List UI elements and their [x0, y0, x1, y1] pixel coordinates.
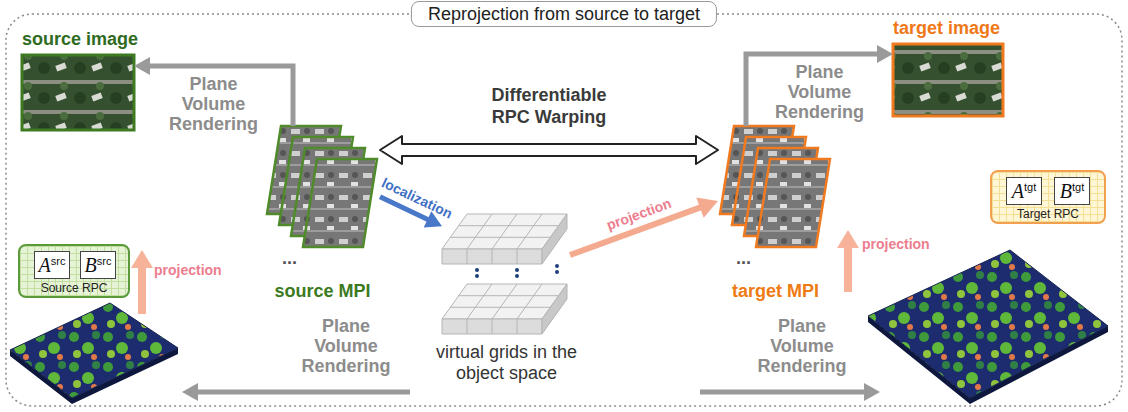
render-arrow-left-part — [196, 390, 410, 395]
grid-slab-part — [542, 284, 567, 334]
connector-line — [746, 54, 879, 126]
surface-model-right-part — [868, 250, 1108, 398]
render-arrow-right-part — [864, 383, 880, 401]
rpc-box: Source RPCAsrcBsrc — [18, 244, 130, 298]
outer-frame — [6, 14, 1122, 406]
coefficient-box: Atgt — [1006, 177, 1042, 205]
node-text: B — [85, 254, 97, 276]
node-text: source image — [22, 28, 134, 50]
edge-label: Differentiable RPC Warping — [484, 84, 614, 128]
edge-label: Plane Volume Rendering — [164, 74, 264, 134]
image-node: target image — [893, 44, 1003, 116]
projection-arrow-right-part — [844, 246, 852, 292]
grid-dots-part — [475, 274, 479, 278]
node-text: A — [1012, 180, 1024, 202]
target-mpi-planes — [720, 126, 830, 247]
coefficient-box: Bsrc — [80, 251, 116, 279]
grid-dots-part — [475, 268, 479, 272]
source-mpi-planes-part — [303, 159, 377, 247]
mpi-stack: target MPI — [718, 126, 833, 248]
surface-model-left-part — [10, 303, 178, 398]
grid-slab — [442, 284, 567, 334]
grid-slab-part — [450, 284, 558, 334]
coefficient-box: Asrc — [34, 251, 70, 279]
arrow-head — [877, 45, 893, 63]
free-label: projection — [862, 236, 930, 252]
double-arrow — [380, 136, 718, 164]
grid-node: virtual grids in the object space — [442, 214, 570, 336]
node-text: Target RPC — [1017, 207, 1079, 221]
node-text: Source RPC — [41, 281, 108, 295]
coefficient-box: Btgt — [1054, 177, 1090, 205]
node-text: target MPI — [718, 280, 833, 302]
projection-arrow-right — [837, 230, 859, 292]
node-text: tgt — [1024, 181, 1036, 193]
node-text: B — [1060, 180, 1072, 202]
free-label: ... — [282, 248, 297, 268]
node-text: target image — [893, 17, 1003, 39]
rpc-box: Target RPCAtgtBtgt — [990, 170, 1106, 224]
projection-arrow-left-part — [131, 250, 153, 268]
connector — [380, 136, 718, 164]
render-arrow-left — [182, 383, 410, 401]
node-text: source MPI — [265, 280, 380, 302]
free-label: projection — [154, 262, 222, 278]
arrow-head — [134, 57, 150, 75]
node-text: src — [51, 255, 66, 267]
grid-dots-part — [515, 268, 519, 272]
grid-slab — [442, 214, 567, 264]
arrow-head — [696, 197, 718, 217]
connector — [746, 45, 893, 126]
free-label: ... — [736, 248, 751, 268]
grid-dots-part — [555, 270, 559, 274]
render-arrow-right-part — [700, 390, 866, 395]
projection-arrow-right-part — [837, 230, 859, 248]
grid-dots-part — [555, 264, 559, 268]
node-text: src — [97, 255, 112, 267]
image-node: source image — [22, 55, 134, 130]
source-mpi-planes — [267, 126, 377, 247]
diagram-title: Reprojection from source to target — [411, 1, 717, 27]
target-mpi-planes-part — [756, 159, 830, 247]
node-text: virtual grids in the object space — [434, 342, 579, 384]
source-image-picture — [22, 55, 134, 130]
grid-dots — [475, 264, 559, 278]
surface-model-right — [868, 250, 1108, 404]
free-label: Plane Volume Rendering — [752, 316, 852, 376]
render-arrow-left-part — [182, 383, 198, 401]
projection-arrow-left-part — [138, 266, 146, 314]
target-image-picture — [893, 44, 1003, 116]
grid-slab-part — [542, 214, 567, 264]
grid-slab-part — [450, 214, 558, 264]
free-label: Plane Volume Rendering — [296, 316, 396, 376]
virtual-grid — [442, 214, 567, 334]
node-text: tgt — [1072, 181, 1084, 193]
grid-dots-part — [515, 274, 519, 278]
surface-model-left — [10, 303, 178, 404]
projection-arrow-left — [131, 250, 153, 314]
mpi-stack: source MPI — [265, 126, 380, 248]
edge-label: Plane Volume Rendering — [770, 62, 870, 122]
node-text: A — [39, 254, 51, 276]
render-arrow-right — [700, 383, 880, 401]
